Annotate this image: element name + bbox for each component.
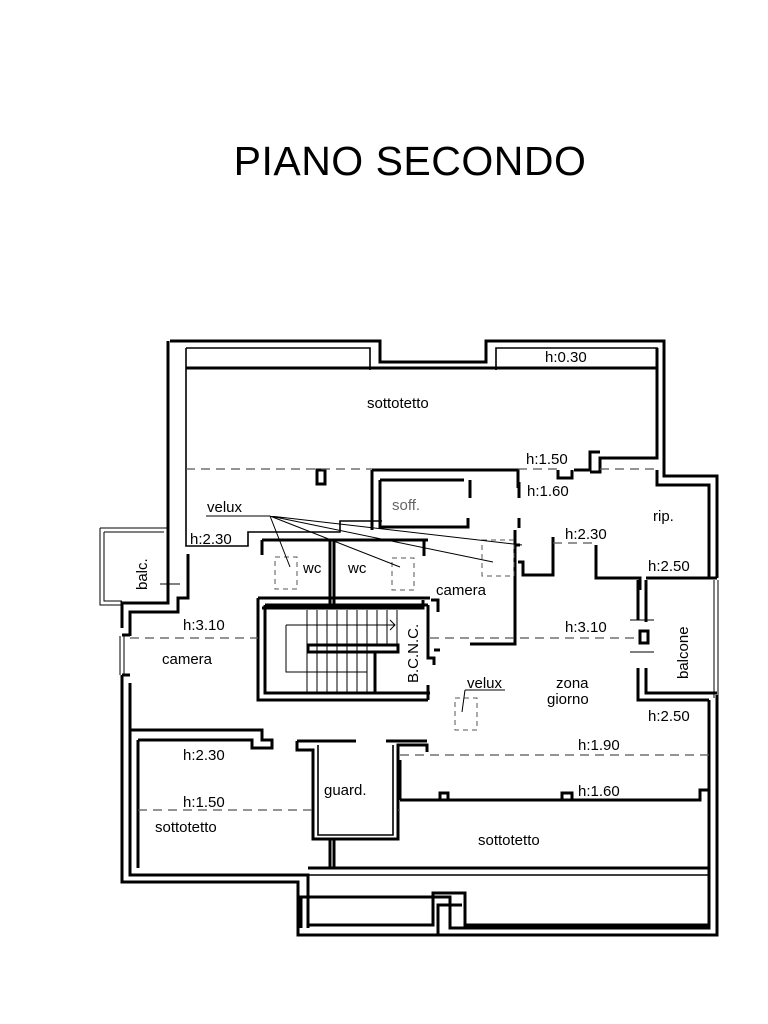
height-label: h:2.50 <box>648 558 690 575</box>
room-label-wc-1: wc <box>302 560 322 577</box>
staircase <box>285 610 400 693</box>
room-label-zona: zona <box>556 675 589 692</box>
room-label-camera-center: camera <box>436 582 487 599</box>
room-label-wc-2: wc <box>347 560 367 577</box>
room-label-guard: guard. <box>324 782 367 799</box>
height-label: h:1.50 <box>183 794 225 811</box>
room-labels: sottotetto soff. rip. velux wc wc camera… <box>134 395 692 849</box>
room-label-balcone: balcone <box>675 626 692 679</box>
bottom-extension <box>306 866 709 927</box>
page-title: PIANO SECONDO <box>233 138 587 184</box>
height-label: h:1.50 <box>526 451 568 468</box>
interior-walls <box>122 450 717 868</box>
velux-skylights <box>206 515 523 731</box>
balcony-right <box>630 580 719 698</box>
height-label: h:0.30 <box>545 349 587 366</box>
room-label-sottotetto-bottom: sottotetto <box>478 832 540 849</box>
height-labels: h:0.30 h:1.50 h:1.60 h:2.30 h:2.30 h:2.5… <box>183 349 690 811</box>
height-label: h:3.10 <box>183 617 225 634</box>
room-label-rip: rip. <box>653 508 674 525</box>
room-label-soff: soff. <box>392 497 420 514</box>
label-velux-center: velux <box>467 675 503 692</box>
height-lines <box>130 468 709 811</box>
balcony-left <box>99 527 180 606</box>
room-label-camera-left: camera <box>162 651 213 668</box>
height-label: h:1.60 <box>578 783 620 800</box>
height-label: h:3.10 <box>565 619 607 636</box>
height-label: h:2.30 <box>565 526 607 543</box>
room-label-sottotetto-left: sottotetto <box>155 819 217 836</box>
window-left <box>119 636 125 675</box>
label-velux-top: velux <box>207 499 243 516</box>
height-label: h:1.90 <box>578 737 620 754</box>
pillar <box>315 468 327 486</box>
room-label-giorno: giorno <box>547 691 589 708</box>
room-label-sottotetto-top: sottotetto <box>367 395 429 412</box>
height-label: h:2.50 <box>648 708 690 725</box>
height-label: h:1.60 <box>527 483 569 500</box>
room-label-bcnc: B.C.N.C. <box>405 624 422 683</box>
outer-wall <box>120 339 719 937</box>
height-label: h:2.30 <box>190 531 232 548</box>
height-label: h:2.30 <box>183 747 225 764</box>
room-label-balc: balc. <box>134 558 151 590</box>
